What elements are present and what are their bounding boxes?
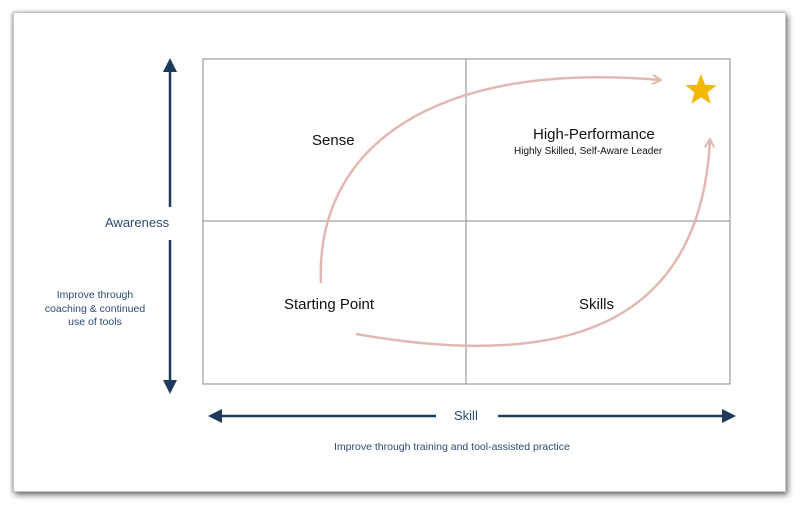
star-icon <box>685 74 717 104</box>
y-axis-label: Awareness <box>101 215 174 230</box>
y-axis-note-line: Improve through <box>56 289 134 301</box>
diagram-frame <box>13 12 786 492</box>
y-axis-arrow <box>163 58 177 394</box>
x-axis-arrow <box>208 409 736 423</box>
y-axis-note-line: use of tools <box>68 316 122 329</box>
y-axis-note: Improve through coaching & continued use… <box>40 289 150 330</box>
quadrant-subtitle-high-performance: Highly Skilled, Self-Aware Leader <box>514 146 663 157</box>
path-arrow-awareness-first <box>319 77 660 284</box>
quadrant-label-starting-point: Starting Point <box>284 296 375 313</box>
path-arrow-skills-first <box>355 140 710 348</box>
quadrant-label-skills: Skills <box>579 296 615 313</box>
quadrant-label-high-performance: High-Performance <box>533 126 655 143</box>
x-axis-label: Skill <box>450 408 482 423</box>
quadrant-label-sense: Sense <box>312 132 355 149</box>
y-axis-note-line: coaching & continued <box>44 302 146 315</box>
x-axis-note: Improve through training and tool-assist… <box>334 441 570 453</box>
